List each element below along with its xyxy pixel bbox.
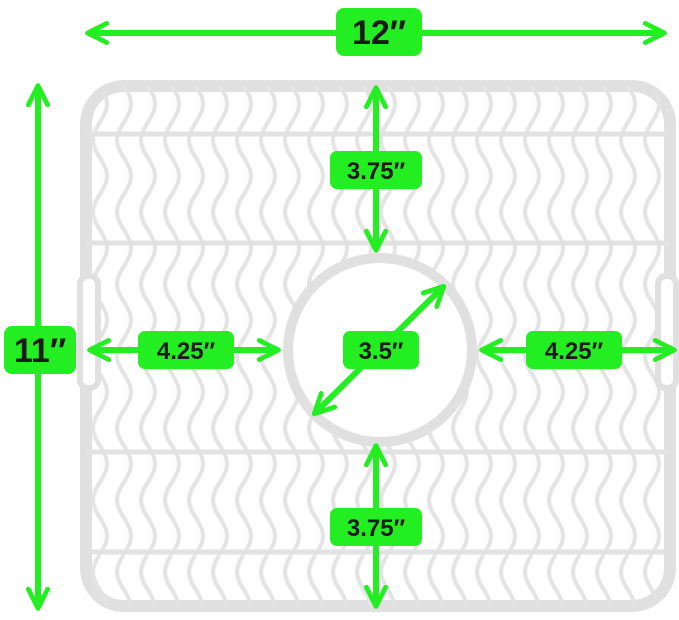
right-gap-label-text: 4.25″	[545, 338, 604, 365]
left-gap-label-text: 4.25″	[157, 338, 216, 365]
bottom-gap-label-text: 3.75″	[347, 515, 406, 542]
left-gap-label: 4.25″	[138, 331, 234, 369]
right-notch	[655, 273, 679, 391]
bottom-gap-label: 3.75″	[330, 508, 422, 546]
height-label-text: 11″	[14, 332, 66, 370]
left-notch	[77, 273, 101, 391]
right-gap-label: 4.25″	[526, 331, 622, 369]
height-label: 11″	[4, 326, 76, 374]
width-label: 12″	[336, 8, 422, 56]
top-gap-label: 3.75″	[330, 151, 422, 189]
width-label-text: 12″	[352, 14, 406, 52]
diameter-label: 3.5″	[343, 331, 419, 369]
diameter-label-text: 3.5″	[359, 338, 404, 365]
top-gap-label-text: 3.75″	[347, 158, 406, 185]
